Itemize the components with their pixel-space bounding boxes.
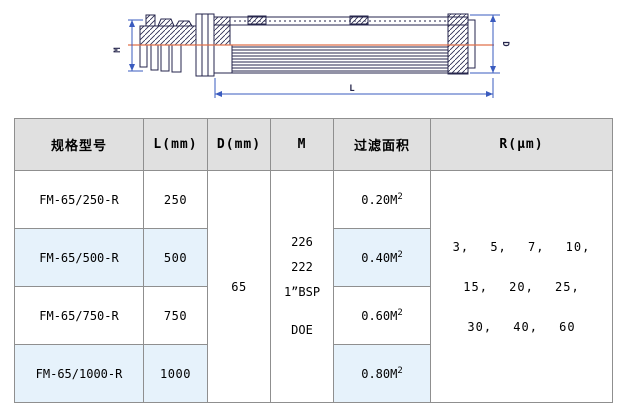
connection-merged-cell: 226 222 1”BSP DOE xyxy=(270,170,334,403)
model-cell: FM-65/1000-R xyxy=(14,344,144,403)
dimension-d-label: D xyxy=(500,41,510,47)
diameter-merged-cell: 65 xyxy=(207,170,271,403)
area-value: 0.60M xyxy=(361,308,398,323)
filter-element-svg: M D L xyxy=(113,13,510,98)
header-micron-rating: R(μm) xyxy=(430,118,613,171)
area-value: 0.40M xyxy=(361,250,398,265)
length-cell: 1000 xyxy=(143,344,208,403)
weld-patch xyxy=(247,15,267,25)
table-row: FM-65/500-R 500 0.40M2 xyxy=(14,228,613,287)
area-value: 0.80M xyxy=(361,366,398,381)
area-cell: 0.60M2 xyxy=(333,286,431,345)
filter-body xyxy=(213,13,476,75)
micron-line: 15, 20, 25, xyxy=(463,279,580,294)
area-cell: 0.80M2 xyxy=(333,344,431,403)
dimension-m: M xyxy=(113,19,143,72)
model-cell: FM-65/500-R xyxy=(14,228,144,287)
micron-line: 3, 5, 7, 10, xyxy=(452,239,591,254)
table-row: FM-65/250-R 250 65 226 222 1”BSP DOE 0.2… xyxy=(14,170,613,403)
filter-element-drawing: M D L xyxy=(0,0,627,114)
header-diameter: D(mm) xyxy=(207,118,271,171)
header-model: 规格型号 xyxy=(14,118,144,171)
model-cell: FM-65/250-R xyxy=(14,170,144,229)
connection-line: DOE xyxy=(291,323,313,337)
left-cap-hatch xyxy=(213,16,231,46)
dimension-d: D xyxy=(470,14,510,74)
micron-line: 30, 40, 60 xyxy=(467,319,576,334)
area-superscript: 2 xyxy=(397,191,403,202)
area-value: 0.20M xyxy=(361,192,398,207)
dimension-m-label: M xyxy=(113,47,123,53)
weld-patch xyxy=(349,15,369,25)
header-m: M xyxy=(270,118,334,171)
area-superscript: 2 xyxy=(397,249,403,260)
header-length: L(mm) xyxy=(143,118,208,171)
table-row: FM-65/1000-R 1000 0.80M2 xyxy=(14,344,613,403)
area-cell: 0.40M2 xyxy=(333,228,431,287)
header-row: 规格型号 L(mm) D(mm) M 过滤面积 R(μm) xyxy=(14,118,613,171)
micron-merged-cell: 3, 5, 7, 10, 15, 20, 25, 30, 40, 60 xyxy=(430,170,613,403)
connection-line: 1”BSP xyxy=(283,285,321,299)
area-superscript: 2 xyxy=(397,365,403,376)
connection-line: 222 xyxy=(291,260,313,274)
length-cell: 750 xyxy=(143,286,208,345)
length-cell: 250 xyxy=(143,170,208,229)
spec-table-wrap: 规格型号 L(mm) D(mm) M 过滤面积 R(μm) FM-65/250-… xyxy=(14,118,613,403)
connection-line: 226 xyxy=(291,235,313,249)
model-cell: FM-65/750-R xyxy=(14,286,144,345)
area-cell: 0.20M2 xyxy=(333,170,431,229)
pleat-lines xyxy=(231,45,449,73)
length-cell: 500 xyxy=(143,228,208,287)
dimension-l-label: L xyxy=(349,84,355,94)
right-cap-hatch xyxy=(447,13,469,75)
spec-table: 规格型号 L(mm) D(mm) M 过滤面积 R(μm) FM-65/250-… xyxy=(14,118,613,403)
header-filter-area: 过滤面积 xyxy=(333,118,431,171)
left-end-fitting xyxy=(139,14,197,73)
dimension-l: L xyxy=(214,78,494,98)
area-superscript: 2 xyxy=(397,307,403,318)
